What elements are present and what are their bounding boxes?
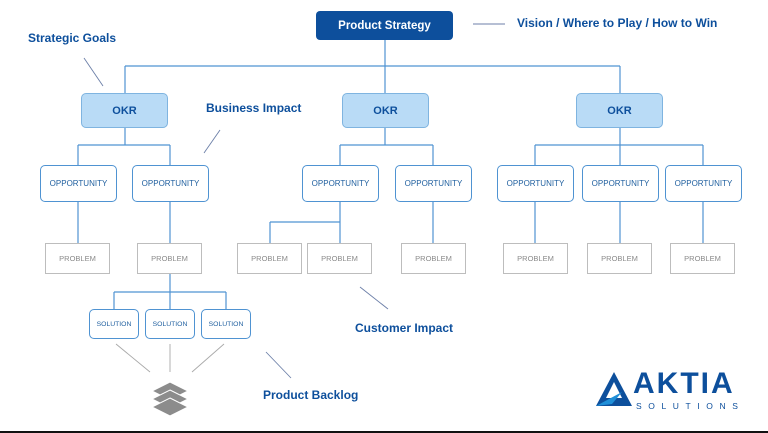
strategic-goals-pointer-line (83, 57, 104, 87)
okr-node: OKR (576, 93, 663, 128)
solution-node: SOLUTION (89, 309, 139, 339)
vision-annotation: Vision / Where to Play / How to Win (517, 16, 718, 30)
problem-node: PROBLEM (670, 243, 735, 274)
opportunity-node: OPPORTUNITY (40, 165, 117, 202)
business-impact-pointer-line (203, 129, 221, 154)
opportunity-node: OPPORTUNITY (302, 165, 379, 202)
product-backlog-annotation: Product Backlog (263, 388, 359, 402)
backlog-pointer-line (265, 351, 292, 379)
okr-node: OKR (81, 93, 168, 128)
okr-node: OKR (342, 93, 429, 128)
product-strategy-node: Product Strategy (316, 11, 453, 40)
bottom-border (0, 431, 768, 433)
aktia-logo-mark (596, 372, 632, 406)
problem-node: PROBLEM (401, 243, 466, 274)
problem-node: PROBLEM (137, 243, 202, 274)
product-backlog-stack-icon (150, 381, 190, 417)
customer-impact-pointer-line (359, 286, 389, 310)
solution-to-backlog-line (191, 343, 225, 373)
opportunity-node: OPPORTUNITY (395, 165, 472, 202)
aktia-logo-tagline: SOLUTIONS (636, 401, 745, 411)
problem-node: PROBLEM (45, 243, 110, 274)
problem-node: PROBLEM (307, 243, 372, 274)
problem-node: PROBLEM (237, 243, 302, 274)
opportunity-node: OPPORTUNITY (497, 165, 574, 202)
solution-node: SOLUTION (201, 309, 251, 339)
aktia-logo-name: AKTIA (633, 367, 735, 400)
business-impact-annotation: Business Impact (206, 101, 302, 115)
customer-impact-annotation: Customer Impact (355, 321, 454, 335)
opportunity-node: OPPORTUNITY (582, 165, 659, 202)
opportunity-node: OPPORTUNITY (665, 165, 742, 202)
solution-node: SOLUTION (145, 309, 195, 339)
opportunity-node: OPPORTUNITY (132, 165, 209, 202)
problem-node: PROBLEM (587, 243, 652, 274)
solution-to-backlog-line (115, 343, 151, 373)
strategic-goals-annotation: Strategic Goals (28, 31, 117, 45)
problem-node: PROBLEM (503, 243, 568, 274)
